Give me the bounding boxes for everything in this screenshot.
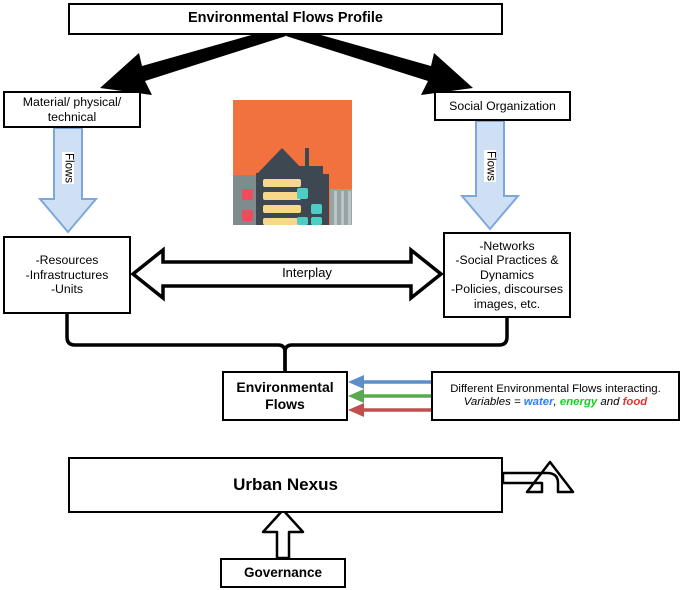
- node-label: -Resources-Infrastructures-Units: [25, 253, 109, 297]
- sep-2: and: [597, 396, 623, 408]
- sep-1: ,: [553, 396, 560, 408]
- node-governance[interactable]: Governance: [220, 558, 346, 588]
- node-label: -Networks-Social Practices &Dynamics-Pol…: [450, 238, 564, 311]
- variable-food: food: [622, 396, 648, 408]
- window-teal: [297, 188, 308, 199]
- window-teal: [311, 217, 322, 225]
- node-environmental-flows-profile[interactable]: Environmental Flows Profile: [68, 3, 503, 35]
- flow-arrows-colored: [348, 375, 431, 417]
- building-stripe: [341, 191, 344, 225]
- building-stripe: [334, 191, 337, 225]
- window-teal: [311, 204, 322, 214]
- window-yellow: [263, 192, 301, 200]
- node-networks-practices-policies[interactable]: -Networks-Social Practices &Dynamics-Pol…: [443, 232, 571, 318]
- node-social-organization[interactable]: Social Organization: [434, 91, 571, 121]
- label-flows-right: Flows: [484, 150, 497, 183]
- node-different-environmental-flows[interactable]: Different Environmental Flows interactin…: [431, 371, 680, 421]
- window-yellow: [263, 205, 301, 213]
- node-urban-nexus[interactable]: Urban Nexus: [68, 457, 503, 513]
- merge-connector: [65, 314, 509, 371]
- variable-energy: energy: [559, 396, 598, 408]
- node-label: Material/ physical/technical: [22, 95, 122, 124]
- roof-peak: [256, 148, 308, 175]
- different-line-1: Different Environmental Flows interactin…: [450, 382, 661, 395]
- node-resources-infrastructures-units[interactable]: -Resources-Infrastructures-Units: [3, 236, 131, 314]
- window-red: [242, 189, 253, 200]
- label-flows-left: Flows: [62, 152, 75, 185]
- governance-arrow: [261, 508, 305, 560]
- building-stripe: [348, 191, 351, 225]
- label-interplay: Interplay: [247, 265, 367, 280]
- window-teal: [297, 217, 308, 225]
- window-yellow: [263, 179, 301, 187]
- variables-prefix: Variables =: [463, 396, 524, 408]
- nexus-feed-arrow: [501, 460, 575, 494]
- title-split-arrows: [100, 26, 473, 95]
- different-box-text: Different Environmental Flows interactin…: [450, 383, 661, 410]
- city-skyline-illustration: [233, 100, 352, 225]
- variable-water: water: [523, 396, 554, 408]
- window-red: [242, 210, 253, 221]
- node-material-physical-technical[interactable]: Material/ physical/technical: [3, 91, 141, 128]
- window-yellow: [263, 218, 301, 225]
